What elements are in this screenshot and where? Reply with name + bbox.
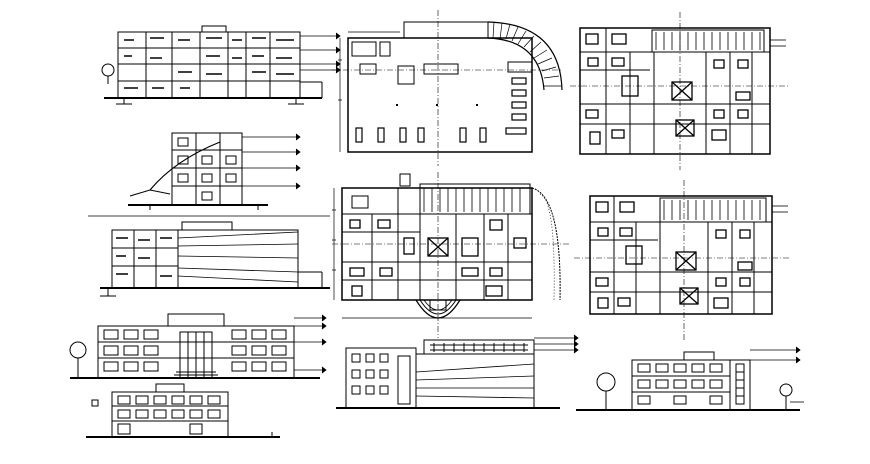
rear-elevation-roof-pattern <box>430 343 528 352</box>
tree-icon <box>101 63 115 84</box>
side-elevation-windows <box>177 137 237 201</box>
tree-icon <box>779 383 793 410</box>
ground-floor-plan <box>332 172 570 338</box>
second-floor-grid <box>663 200 761 220</box>
basement-columns <box>396 104 478 106</box>
side-elevation <box>128 132 301 210</box>
first-floor-grid <box>655 32 761 50</box>
section-a <box>101 25 341 105</box>
parking-ramp-hatching <box>492 21 561 87</box>
ground-floor-dim-lines <box>332 188 532 319</box>
right-elevation-dim-lines <box>750 346 804 403</box>
front-elevation-left-windows <box>103 329 287 372</box>
rear-elevation <box>336 334 579 409</box>
long-section-hatching <box>116 237 172 277</box>
ground-floor-grid <box>423 188 521 212</box>
first-floor-furniture <box>585 33 751 145</box>
rear-elevation-dim-lines <box>534 334 579 354</box>
long-section <box>88 215 330 297</box>
parking-bays <box>355 77 527 143</box>
tree-icon <box>69 341 87 378</box>
front-elevation-left <box>69 313 327 379</box>
basement-parking-plan <box>332 10 563 166</box>
rear-elevation-windows <box>351 353 411 405</box>
front-elevation-small <box>86 383 280 438</box>
front-elevation-small-windows <box>117 395 221 435</box>
section-a-hatching <box>124 37 294 89</box>
tree-icon <box>596 372 616 410</box>
side-elevation-dim-lines <box>242 133 301 190</box>
second-floor-furniture <box>595 201 753 309</box>
ground-floor-furniture <box>349 219 527 297</box>
second-floor-plan <box>574 180 790 340</box>
right-elevation <box>576 346 804 411</box>
first-floor-plan <box>570 12 790 170</box>
right-elevation-windows <box>637 363 745 405</box>
front-elevation-left-dim-lines <box>294 314 327 374</box>
basement-dim-lines <box>338 31 400 152</box>
